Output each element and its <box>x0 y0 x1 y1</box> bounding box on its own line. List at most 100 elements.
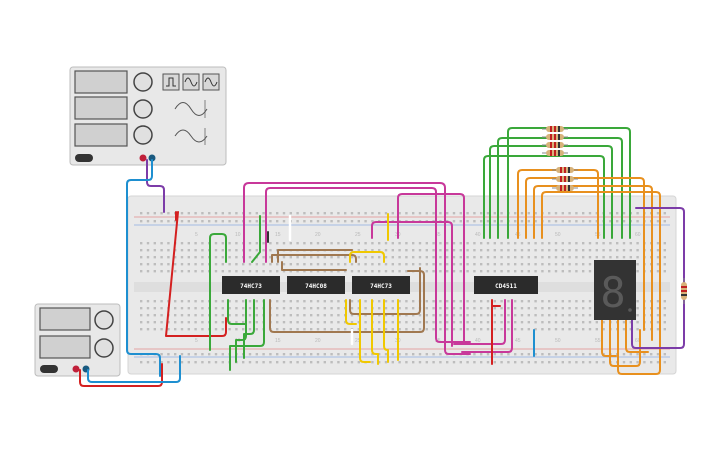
breadboard-hole[interactable] <box>255 353 258 356</box>
breadboard-hole[interactable] <box>330 256 333 259</box>
breadboard-hole[interactable] <box>568 328 571 331</box>
breadboard-hole[interactable] <box>167 242 170 245</box>
breadboard-hole[interactable] <box>412 263 415 266</box>
breadboard-hole[interactable] <box>452 307 456 310</box>
breadboard-hole[interactable] <box>228 300 231 303</box>
breadboard-hole[interactable] <box>364 212 367 215</box>
breadboard-hole[interactable] <box>582 270 585 273</box>
breadboard-hole[interactable] <box>174 270 177 273</box>
breadboard-hole[interactable] <box>541 328 544 331</box>
breadboard-hole[interactable] <box>418 321 422 324</box>
breadboard-hole[interactable] <box>153 314 156 317</box>
breadboard-hole[interactable] <box>153 249 156 252</box>
breadboard-hole[interactable] <box>548 321 551 324</box>
breadboard-hole[interactable] <box>146 270 150 273</box>
breadboard-hole[interactable] <box>276 307 279 310</box>
breadboard-hole[interactable] <box>636 328 639 331</box>
breadboard-hole[interactable] <box>636 212 639 215</box>
breadboard-hole[interactable] <box>500 307 503 310</box>
breadboard-hole[interactable] <box>582 307 585 310</box>
breadboard-hole[interactable] <box>174 361 177 364</box>
breadboard-hole[interactable] <box>296 212 299 215</box>
breadboard-hole[interactable] <box>412 212 415 215</box>
breadboard-hole[interactable] <box>602 328 605 331</box>
breadboard-hole[interactable] <box>262 353 265 356</box>
breadboard-hole[interactable] <box>507 307 510 310</box>
breadboard-hole[interactable] <box>548 353 551 356</box>
breadboard-hole[interactable] <box>384 314 388 317</box>
breadboard-hole[interactable] <box>452 242 456 245</box>
breadboard-hole[interactable] <box>425 328 428 331</box>
breadboard-hole[interactable] <box>180 328 184 331</box>
breadboard-hole[interactable] <box>452 314 456 317</box>
breadboard-hole[interactable] <box>418 361 422 364</box>
breadboard-hole[interactable] <box>371 249 374 252</box>
breadboard-hole[interactable] <box>554 242 558 245</box>
breadboard-hole[interactable] <box>507 256 510 259</box>
breadboard-hole[interactable] <box>330 220 333 223</box>
breadboard-hole[interactable] <box>561 220 564 223</box>
breadboard-hole[interactable] <box>187 242 190 245</box>
breadboard-hole[interactable] <box>534 270 537 273</box>
breadboard-hole[interactable] <box>160 256 163 259</box>
breadboard-hole[interactable] <box>534 263 537 266</box>
breadboard-hole[interactable] <box>262 263 265 266</box>
breadboard-hole[interactable] <box>276 212 279 215</box>
breadboard-hole[interactable] <box>432 353 435 356</box>
breadboard-hole[interactable] <box>561 328 564 331</box>
breadboard-hole[interactable] <box>276 270 279 273</box>
breadboard-hole[interactable] <box>337 314 340 317</box>
breadboard-hole[interactable] <box>350 270 354 273</box>
breadboard-hole[interactable] <box>357 321 360 324</box>
breadboard-hole[interactable] <box>364 256 367 259</box>
breadboard-hole[interactable] <box>378 242 381 245</box>
breadboard-hole[interactable] <box>534 249 537 252</box>
breadboard-hole[interactable] <box>235 212 238 215</box>
breadboard-hole[interactable] <box>493 249 496 252</box>
breadboard-hole[interactable] <box>588 361 592 364</box>
breadboard-hole[interactable] <box>330 328 333 331</box>
breadboard-hole[interactable] <box>466 263 469 266</box>
breadboard-hole[interactable] <box>146 212 150 215</box>
breadboard-hole[interactable] <box>629 353 632 356</box>
breadboard-hole[interactable] <box>527 242 530 245</box>
breadboard-hole[interactable] <box>459 256 462 259</box>
breadboard-hole[interactable] <box>167 270 170 273</box>
breadboard-hole[interactable] <box>153 256 156 259</box>
breadboard-hole[interactable] <box>384 300 388 303</box>
breadboard-hole[interactable] <box>636 249 639 252</box>
breadboard-hole[interactable] <box>554 263 558 266</box>
breadboard-hole[interactable] <box>289 361 292 364</box>
breadboard-hole[interactable] <box>303 314 306 317</box>
breadboard-hole[interactable] <box>452 361 456 364</box>
breadboard-hole[interactable] <box>643 353 646 356</box>
breadboard-hole[interactable] <box>582 353 585 356</box>
breadboard-hole[interactable] <box>446 256 449 259</box>
breadboard-hole[interactable] <box>255 249 258 252</box>
breadboard-hole[interactable] <box>180 307 184 310</box>
breadboard-hole[interactable] <box>473 314 476 317</box>
breadboard-hole[interactable] <box>174 321 177 324</box>
breadboard-hole[interactable] <box>357 249 360 252</box>
breadboard-hole[interactable] <box>323 263 326 266</box>
breadboard-hole[interactable] <box>391 300 394 303</box>
breadboard-hole[interactable] <box>405 300 408 303</box>
breadboard-hole[interactable] <box>228 307 231 310</box>
breadboard-hole[interactable] <box>520 263 524 266</box>
breadboard-hole[interactable] <box>446 212 449 215</box>
breadboard-hole[interactable] <box>384 353 388 356</box>
breadboard-hole[interactable] <box>398 328 401 331</box>
breadboard-hole[interactable] <box>473 256 476 259</box>
breadboard-hole[interactable] <box>371 256 374 259</box>
breadboard-hole[interactable] <box>357 307 360 310</box>
breadboard-hole[interactable] <box>663 353 666 356</box>
breadboard-hole[interactable] <box>568 263 571 266</box>
breadboard-hole[interactable] <box>344 353 347 356</box>
breadboard-hole[interactable] <box>180 270 184 273</box>
breadboard-hole[interactable] <box>221 328 224 331</box>
breadboard-hole[interactable] <box>520 300 524 303</box>
breadboard-hole[interactable] <box>310 361 313 364</box>
breadboard-hole[interactable] <box>514 353 517 356</box>
breadboard-hole[interactable] <box>412 256 415 259</box>
breadboard-hole[interactable] <box>235 270 238 273</box>
